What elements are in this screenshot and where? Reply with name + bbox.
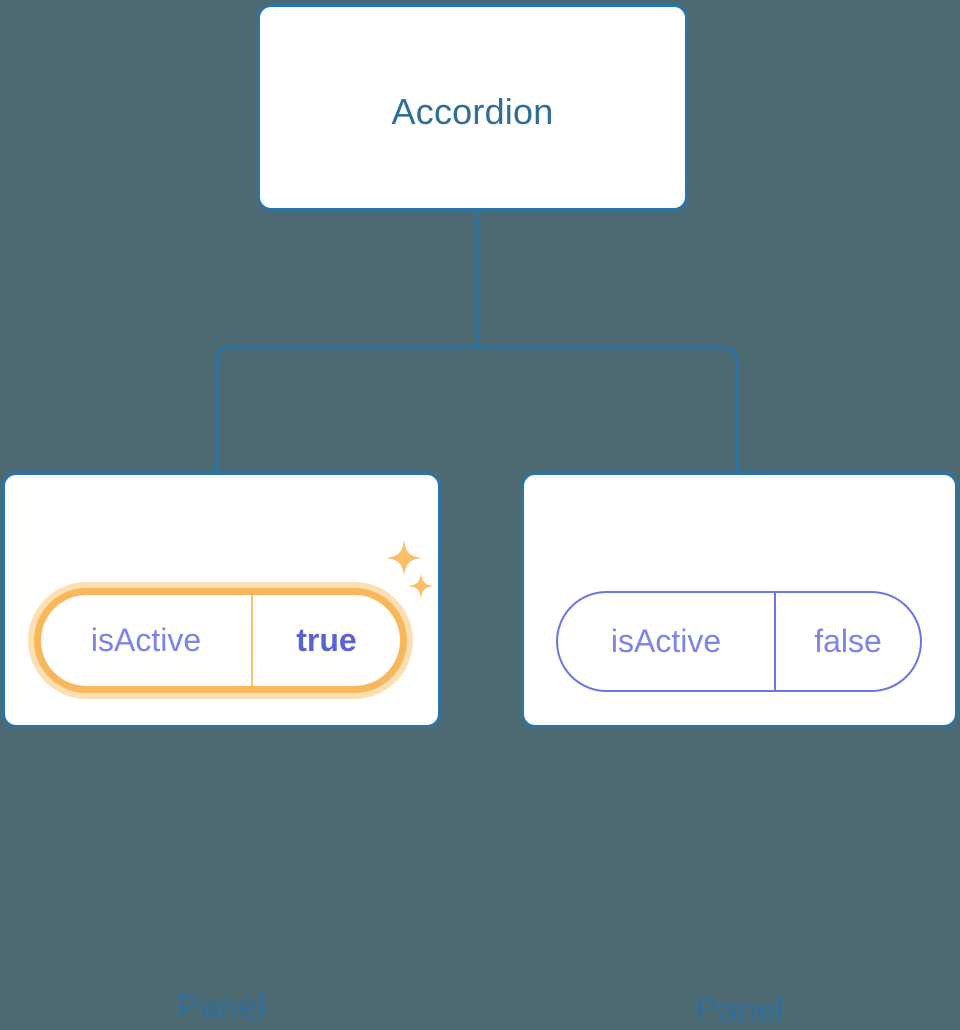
node-panel-active-title: Panel (177, 988, 266, 1026)
prop-key: isActive (610, 623, 722, 659)
prop-pill-divider (774, 593, 776, 690)
prop-pill-isactive-true[interactable]: isActive true (34, 588, 407, 693)
node-accordion[interactable]: Accordion (257, 4, 688, 211)
component-tree-canvas: Accordion Panel isActive true Panel isAc… (2, 4, 958, 1029)
edge-child-bus (215, 345, 739, 472)
prop-value: true (296, 622, 357, 658)
node-accordion-title: Accordion (391, 91, 554, 132)
node-panel-inactive-title: Panel (695, 991, 784, 1029)
prop-pill-isactive-false[interactable]: isActive false (556, 591, 922, 692)
prop-key: isActive (90, 622, 202, 658)
prop-value: false (814, 623, 882, 659)
prop-pill-divider (251, 595, 253, 686)
